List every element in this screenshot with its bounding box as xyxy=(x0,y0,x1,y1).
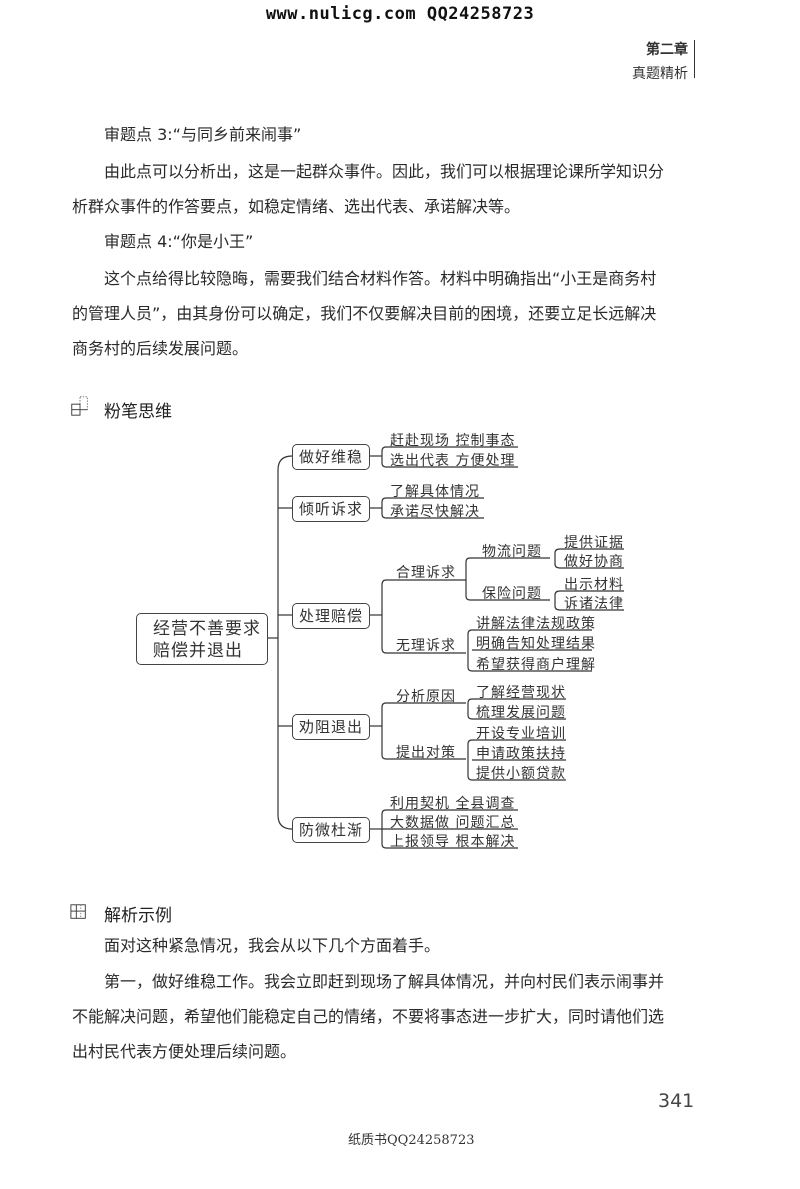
root-line-1: 经营不善要求 xyxy=(153,619,261,639)
branch-peichang: 处理赔偿 xyxy=(292,603,370,629)
point4-title: 审题点 4:“你是小王” xyxy=(104,232,254,251)
leaf: 讲解法律法规政策 xyxy=(476,616,596,632)
leaf: 大数据做 问题汇总 xyxy=(390,815,516,831)
chapter-divider xyxy=(694,40,695,78)
analysis-line-2: 不能解决问题，希望他们能稳定自己的情绪，不要将事态进一步扩大，同时请他们选 xyxy=(72,1007,665,1026)
leaf: 了解具体情况 xyxy=(390,484,480,500)
chapter-subtitle: 真题精析 xyxy=(632,66,688,82)
leaf: 申请政策扶持 xyxy=(476,746,566,762)
branch-quanzu: 劝阻退出 xyxy=(292,714,370,740)
branch-weiwen: 做好维稳 xyxy=(292,444,370,470)
leaf: 上报领导 根本解决 xyxy=(390,834,516,850)
leaf: 明确告知处理结果 xyxy=(476,636,596,652)
point4-line-2: 的管理人员”，由其身份可以确定，我们不仅要解决目前的困境，还要立足长远解决 xyxy=(72,304,657,323)
point3-line-2: 析群众事件的作答要点，如稳定情绪、选出代表、承诺解决等。 xyxy=(72,197,521,216)
mindmap-section-title: 粉笔思维 xyxy=(104,402,172,422)
point3-line-1: 由此点可以分析出，这是一起群众事件。因此，我们可以根据理论课所学知识分 xyxy=(104,162,665,181)
sub-duice: 提出对策 xyxy=(396,745,456,761)
chapter-header: 第二章 真题精析 xyxy=(632,38,688,86)
root-line-2: 赔偿并退出 xyxy=(153,641,243,661)
leaf: 诉诸法律 xyxy=(564,596,624,612)
page-number: 341 xyxy=(658,1090,695,1112)
sub-wuli: 无理诉求 xyxy=(396,638,456,654)
leaf: 选出代表 方便处理 xyxy=(390,453,516,469)
bottom-watermark: 纸质书QQ24258723 xyxy=(348,1133,475,1148)
analysis-intro: 面对这种紧急情况，我会从以下几个方面着手。 xyxy=(104,936,441,955)
leaf: 做好协商 xyxy=(564,554,624,570)
analysis-line-3: 出村民代表方便处理后续问题。 xyxy=(72,1042,297,1061)
leaf: 赶赴现场 控制事态 xyxy=(390,433,516,449)
branch-fangwei: 防微杜渐 xyxy=(292,817,370,843)
analysis-line-1: 第一，做好维稳工作。我会立即赶到现场了解具体情况，并向村民们表示闹事并 xyxy=(104,972,665,991)
analysis-section-icon xyxy=(70,903,88,925)
chapter-title: 第二章 xyxy=(646,42,688,58)
sub-baoxian: 保险问题 xyxy=(482,586,542,602)
leaf: 出示材料 xyxy=(564,577,624,593)
branch-qingting: 倾听诉求 xyxy=(292,496,370,522)
leaf: 提供小额贷款 xyxy=(476,766,566,782)
leaf: 提供证据 xyxy=(564,535,624,551)
sub-wuliu: 物流问题 xyxy=(482,544,542,560)
sub-heli: 合理诉求 xyxy=(396,565,456,581)
top-watermark: www.nulicg.com QQ24258723 xyxy=(265,4,535,24)
leaf: 开设专业培训 xyxy=(476,726,566,742)
analysis-section-title: 解析示例 xyxy=(104,906,172,926)
point3-title: 审题点 3:“与同乡前来闹事” xyxy=(104,125,302,144)
point4-line-3: 商务村的后续发展问题。 xyxy=(72,339,249,358)
leaf: 梳理发展问题 xyxy=(476,705,566,721)
leaf: 利用契机 全县调查 xyxy=(390,796,516,812)
leaf: 承诺尽快解决 xyxy=(390,504,480,520)
mindmap-section-icon xyxy=(70,395,90,421)
sub-fenxi: 分析原因 xyxy=(396,689,456,705)
point4-line-1: 这个点给得比较隐晦，需要我们结合材料作答。材料中明确指出“小王是商务村 xyxy=(104,269,657,288)
mind-map-root: 经营不善要求 赔偿并退出 xyxy=(136,613,268,665)
leaf: 了解经营现状 xyxy=(476,685,566,701)
leaf: 希望获得商户理解 xyxy=(476,657,596,673)
